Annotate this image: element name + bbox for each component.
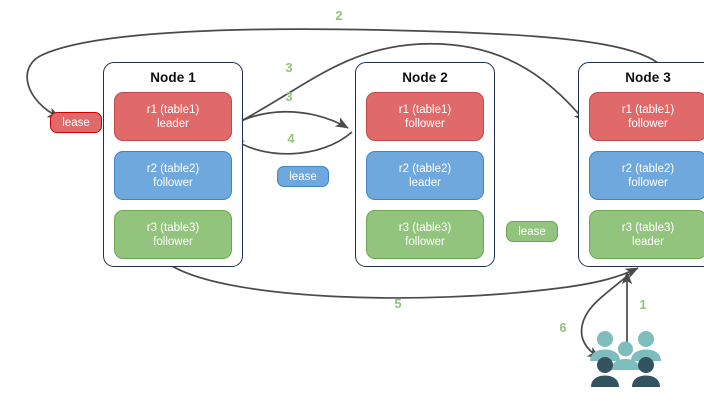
step-label-1: 1: [639, 297, 647, 312]
replica-r3[interactable]: r3 (table3) follower: [114, 210, 232, 259]
node-card-3[interactable]: Node 3 r1 (table1) follower r2 (table2) …: [578, 62, 704, 267]
replica-role: follower: [405, 117, 445, 130]
step-label-2: 2: [335, 8, 343, 23]
replica-role: follower: [153, 176, 193, 189]
replica-role: follower: [153, 235, 193, 248]
step-label-3-upper: 3: [285, 60, 293, 75]
replica-role: leader: [157, 117, 189, 130]
lease-chip-r3[interactable]: lease: [506, 221, 558, 242]
replica-r3[interactable]: r3 (table3) leader: [589, 210, 704, 259]
replica-list: r1 (table1) leader r2 (table2) follower …: [114, 92, 232, 259]
replica-name: r2 (table2): [621, 162, 675, 175]
replica-name: r1 (table1): [398, 103, 452, 116]
replica-r1[interactable]: r1 (table1) follower: [589, 92, 704, 141]
replica-name: r1 (table1): [146, 103, 200, 116]
replica-role: leader: [409, 176, 441, 189]
users-back-row: [590, 331, 661, 370]
replica-r2[interactable]: r2 (table2) follower: [114, 151, 232, 200]
replica-name: r1 (table1): [621, 103, 675, 116]
replica-list: r1 (table1) follower r2 (table2) followe…: [589, 92, 704, 259]
step-label-3-lower: 3: [285, 89, 293, 104]
replica-r1[interactable]: r1 (table1) leader: [114, 92, 232, 141]
replica-r2[interactable]: r2 (table2) follower: [589, 151, 704, 200]
replica-list: r1 (table1) follower r2 (table2) leader …: [366, 92, 484, 259]
arrow-6: [580, 269, 635, 359]
replica-name: r3 (table3): [621, 221, 675, 234]
node-card-1[interactable]: Node 1 r1 (table1) leader r2 (table2) fo…: [103, 62, 243, 267]
lease-chip-r2[interactable]: lease: [277, 166, 329, 187]
node-title: Node 1: [150, 70, 196, 85]
replica-name: r3 (table3): [398, 221, 452, 234]
users-front-row: [591, 357, 660, 387]
arrow-3-lower: [225, 110, 349, 131]
arrow-3-upper: [225, 43, 587, 130]
users-icon: [590, 331, 661, 387]
replica-r2[interactable]: r2 (table2) leader: [366, 151, 484, 200]
replica-name: r2 (table2): [398, 162, 452, 175]
lease-chip-r1[interactable]: lease: [50, 112, 102, 133]
arrow-5: [171, 265, 639, 299]
replica-r3[interactable]: r3 (table3) follower: [366, 210, 484, 259]
step-label-6: 6: [559, 320, 567, 335]
replica-role: follower: [405, 235, 445, 248]
arrow-2: [26, 28, 673, 119]
replica-role: leader: [632, 235, 664, 248]
replica-name: r3 (table3): [146, 221, 200, 234]
replica-r1[interactable]: r1 (table1) follower: [366, 92, 484, 141]
replica-role: follower: [628, 176, 668, 189]
arrow-4: [231, 131, 353, 155]
step-label-4: 4: [287, 131, 295, 146]
replica-role: follower: [628, 117, 668, 130]
node-card-2[interactable]: Node 2 r1 (table1) follower r2 (table2) …: [355, 62, 495, 267]
node-title: Node 3: [625, 70, 671, 85]
step-label-5: 5: [394, 296, 402, 311]
node-title: Node 2: [402, 70, 448, 85]
replica-name: r2 (table2): [146, 162, 200, 175]
